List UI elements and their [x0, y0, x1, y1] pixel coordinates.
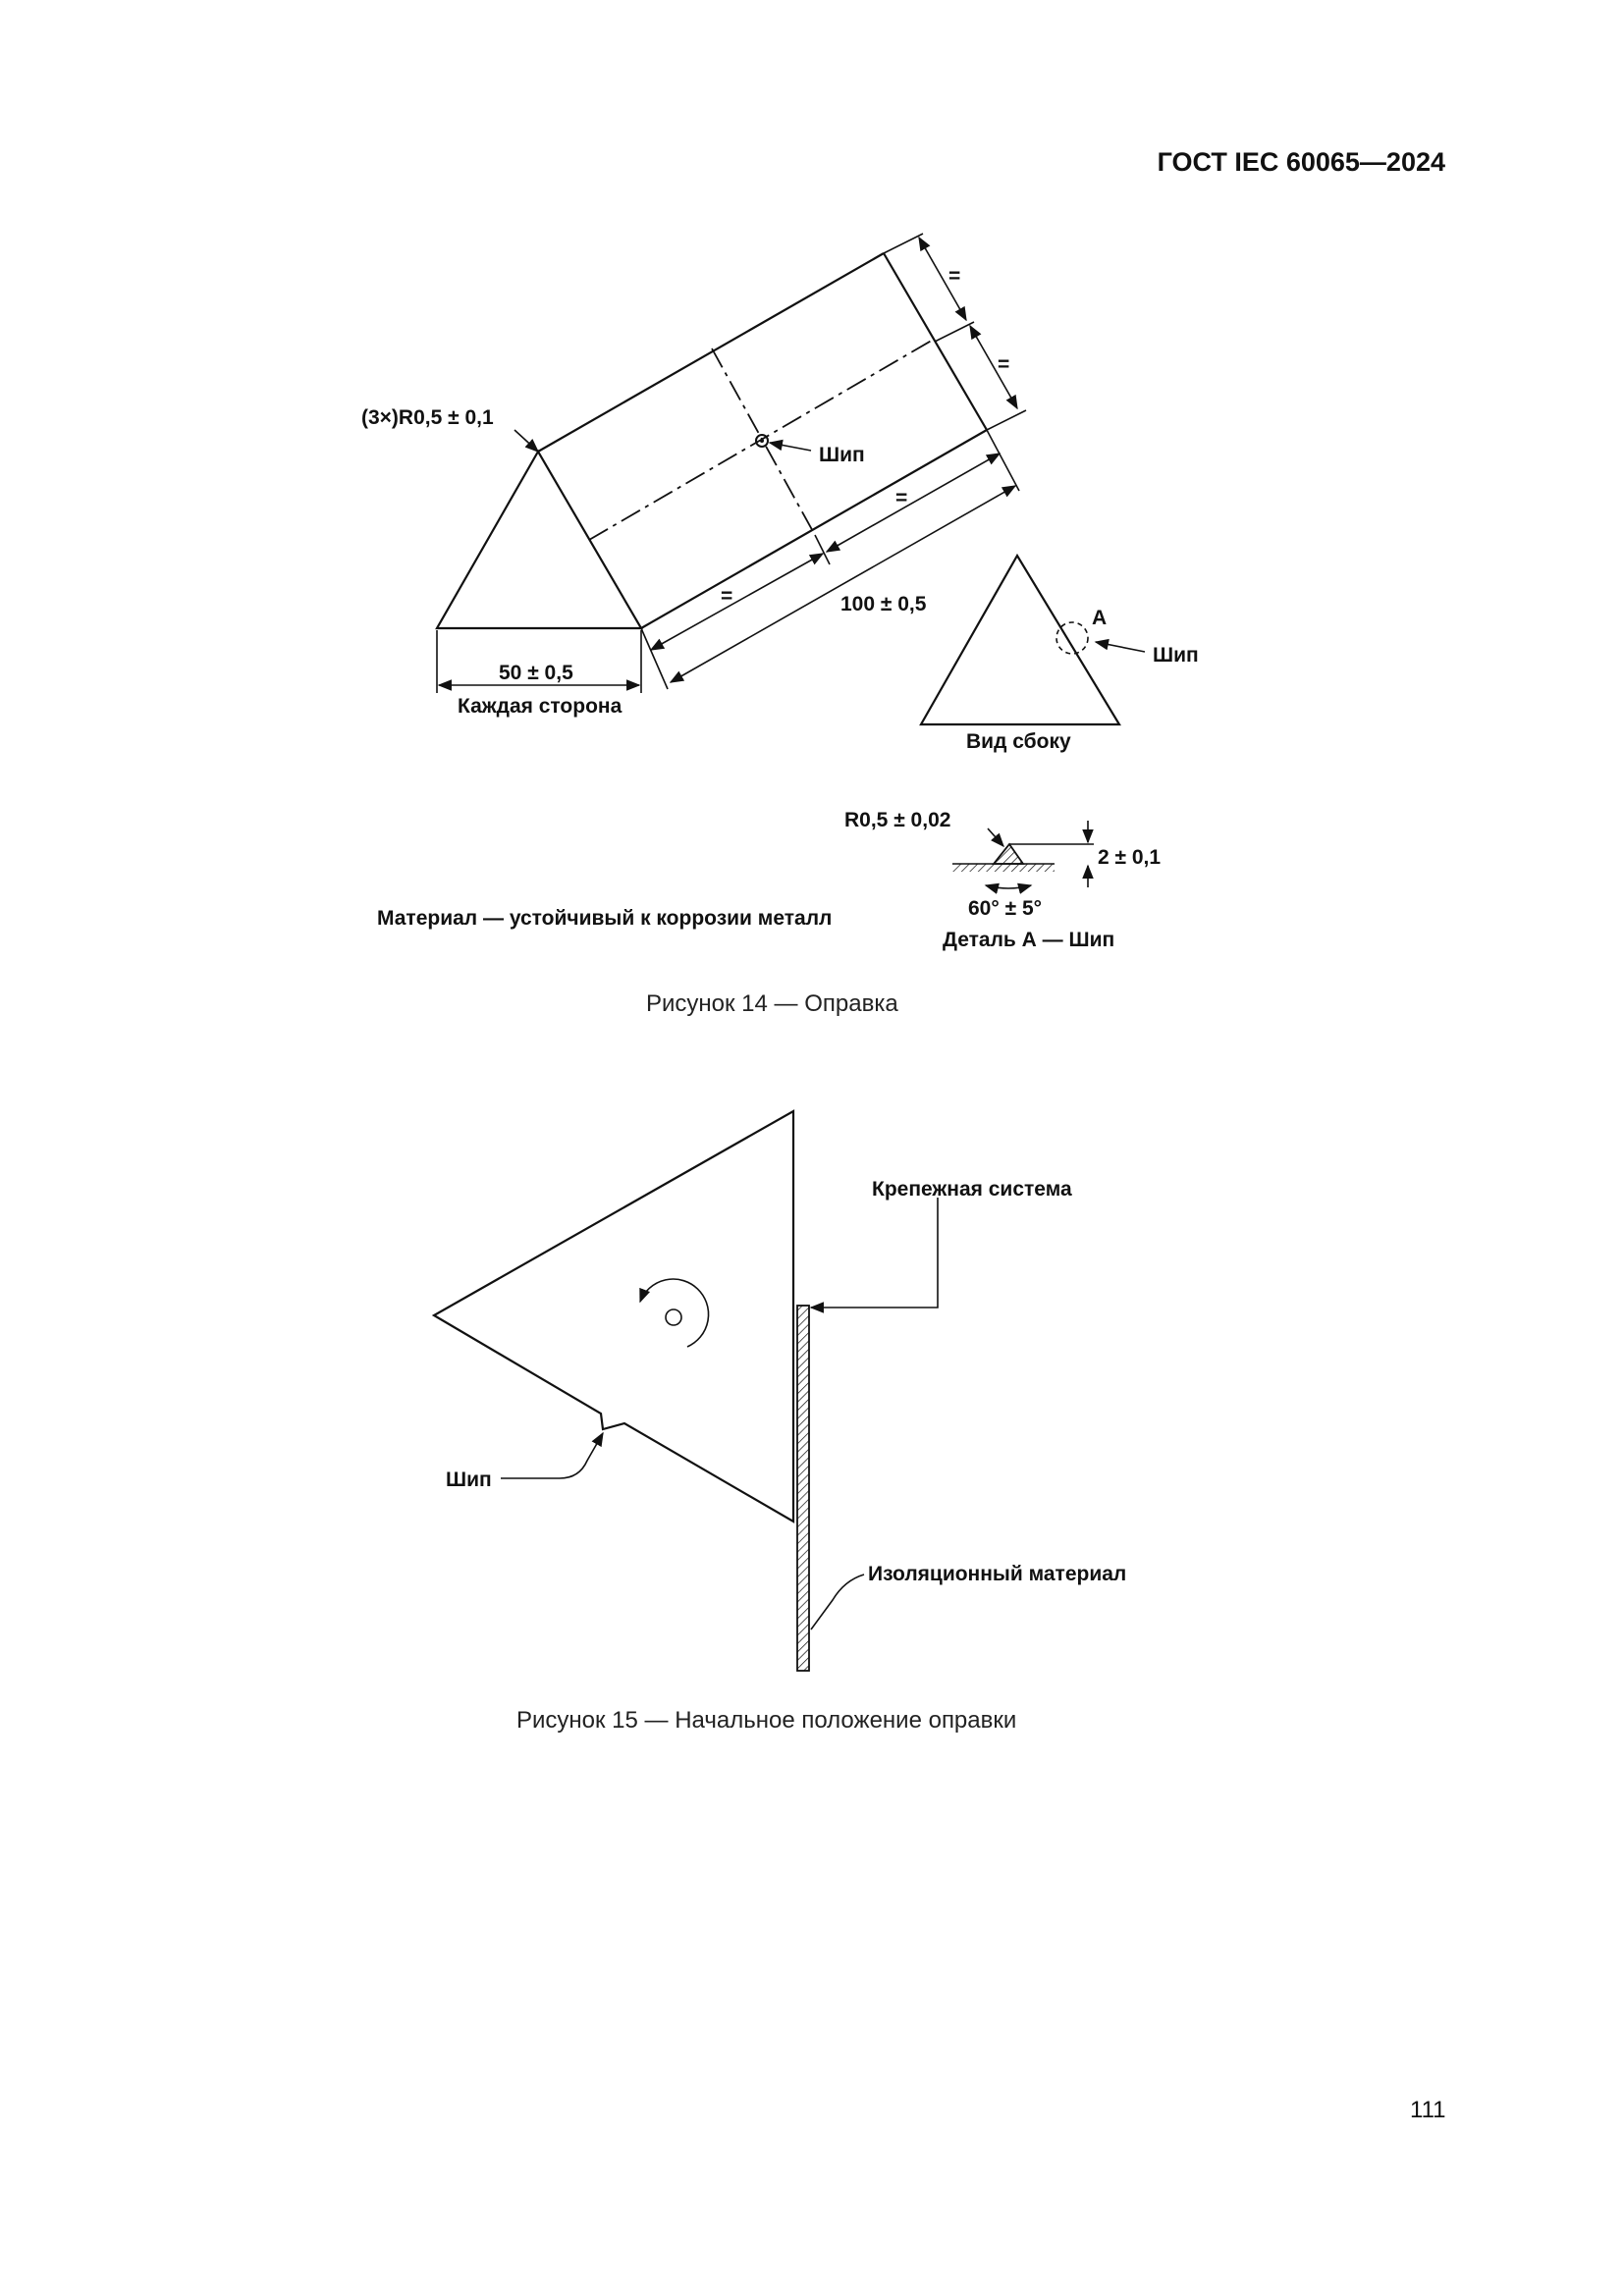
detail-radius-label: R0,5 ± 0,02 — [844, 809, 950, 831]
side-dimension-label: 50 ± 0,5 — [499, 662, 573, 684]
spike-label: Шип — [819, 444, 865, 466]
detail-a-marker — [1056, 621, 1089, 655]
radius-label: (3×)R0,5 ± 0,1 — [361, 406, 494, 429]
length-dimension-label: 100 ± 0,5 — [840, 593, 927, 615]
spike-label-fig15: Шип — [446, 1468, 492, 1491]
material-note: Материал — устойчивый к коррозии металл — [377, 907, 832, 930]
equal-mark-2: = — [998, 353, 1009, 376]
figure-15-caption: Рисунок 15 — Начальное положение оправки — [516, 1707, 1016, 1734]
side-view-spike-label: Шип — [1153, 644, 1199, 667]
side-view-triangle — [919, 553, 1121, 726]
figure-15: Крепежная система Шип Изоляционный матер… — [431, 1109, 1126, 1734]
figure-14: Шип (3×)R0,5 ± 0,1 = = = = 100 ± 0,5 — [361, 233, 1199, 1017]
detail-angle-label: 60° ± 5° — [968, 897, 1042, 920]
spike-point — [755, 434, 769, 448]
mandrel-triangle — [431, 1109, 795, 1523]
detail-height-label: 2 ± 0,1 — [1098, 846, 1161, 869]
rotation-center — [665, 1308, 682, 1326]
each-side-label: Каждая сторона — [458, 695, 623, 718]
rotation-arrow-icon — [639, 1278, 710, 1348]
detail-a-letter: A — [1092, 607, 1107, 629]
mount-system-label: Крепежная система — [872, 1178, 1072, 1201]
figure-14-caption: Рисунок 14 — Оправка — [646, 990, 898, 1017]
standard-header: ГОСТ IEC 60065—2024 — [1157, 147, 1445, 177]
equal-mark-1: = — [948, 265, 960, 288]
equal-mark-4: = — [895, 487, 907, 509]
side-view-title: Вид сбоку — [966, 730, 1071, 753]
detail-spike — [992, 842, 1025, 865]
detail-title: Деталь А — Шип — [943, 929, 1114, 951]
prism-bottom-edge — [640, 429, 988, 629]
insulation-label: Изоляционный материал — [868, 1563, 1126, 1585]
prism-top-edge — [537, 252, 885, 453]
page-number: 111 — [1410, 2097, 1446, 2123]
prism-front-face — [435, 449, 643, 630]
equal-mark-3: = — [721, 585, 732, 608]
insulation-plate — [796, 1305, 810, 1672]
